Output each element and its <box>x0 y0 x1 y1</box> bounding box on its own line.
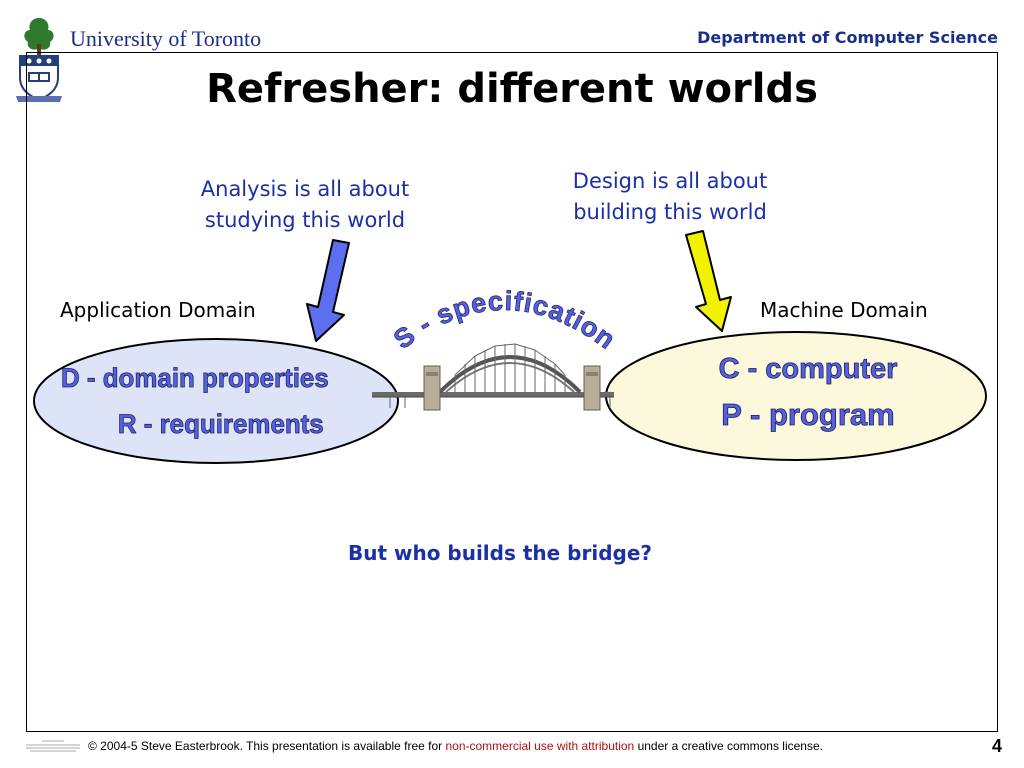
creative-commons-badge <box>22 738 84 754</box>
machine-domain-label: Machine Domain <box>760 298 928 322</box>
machine-world-ellipse <box>605 331 987 461</box>
design-caption-line-1: Design is all about <box>572 169 768 193</box>
university-name: University of Toronto <box>70 26 262 51</box>
department-name: Department of Computer Science <box>697 28 998 47</box>
footer-copyright: © 2004-5 Steve Easterbrook. This present… <box>88 739 823 753</box>
bridge-image <box>372 343 614 411</box>
requirements-text: R - requirements <box>118 409 324 440</box>
slide-frame <box>26 52 998 732</box>
university-crest-logo <box>16 18 62 102</box>
application-world-ellipse <box>33 338 399 464</box>
design-arrow <box>685 230 732 332</box>
footer-text-start: © 2004-5 Steve Easterbrook. This present… <box>88 739 446 753</box>
analysis-caption-line-1: Analysis is all about <box>200 177 410 201</box>
license-link[interactable]: non-commercial use with attribution <box>445 739 635 753</box>
application-domain-label: Application Domain <box>60 298 256 322</box>
analysis-caption-line-2: studying this world <box>204 208 406 232</box>
slide-title: Refresher: different worlds <box>206 66 818 112</box>
domain-properties-text: D - domain properties <box>61 363 329 394</box>
computer-text: C - computer <box>719 353 898 385</box>
analysis-arrow <box>306 239 350 342</box>
program-text: P - program <box>721 397 894 432</box>
page-number: 4 <box>991 736 1002 756</box>
footer-text-end: under a creative commons license. <box>634 739 823 753</box>
design-caption: Design is all about building this world <box>520 166 820 228</box>
bridge-question: But who builds the bridge? <box>347 541 653 565</box>
analysis-caption: Analysis is all about studying this worl… <box>150 174 460 236</box>
design-caption-line-2: building this world <box>573 200 767 224</box>
